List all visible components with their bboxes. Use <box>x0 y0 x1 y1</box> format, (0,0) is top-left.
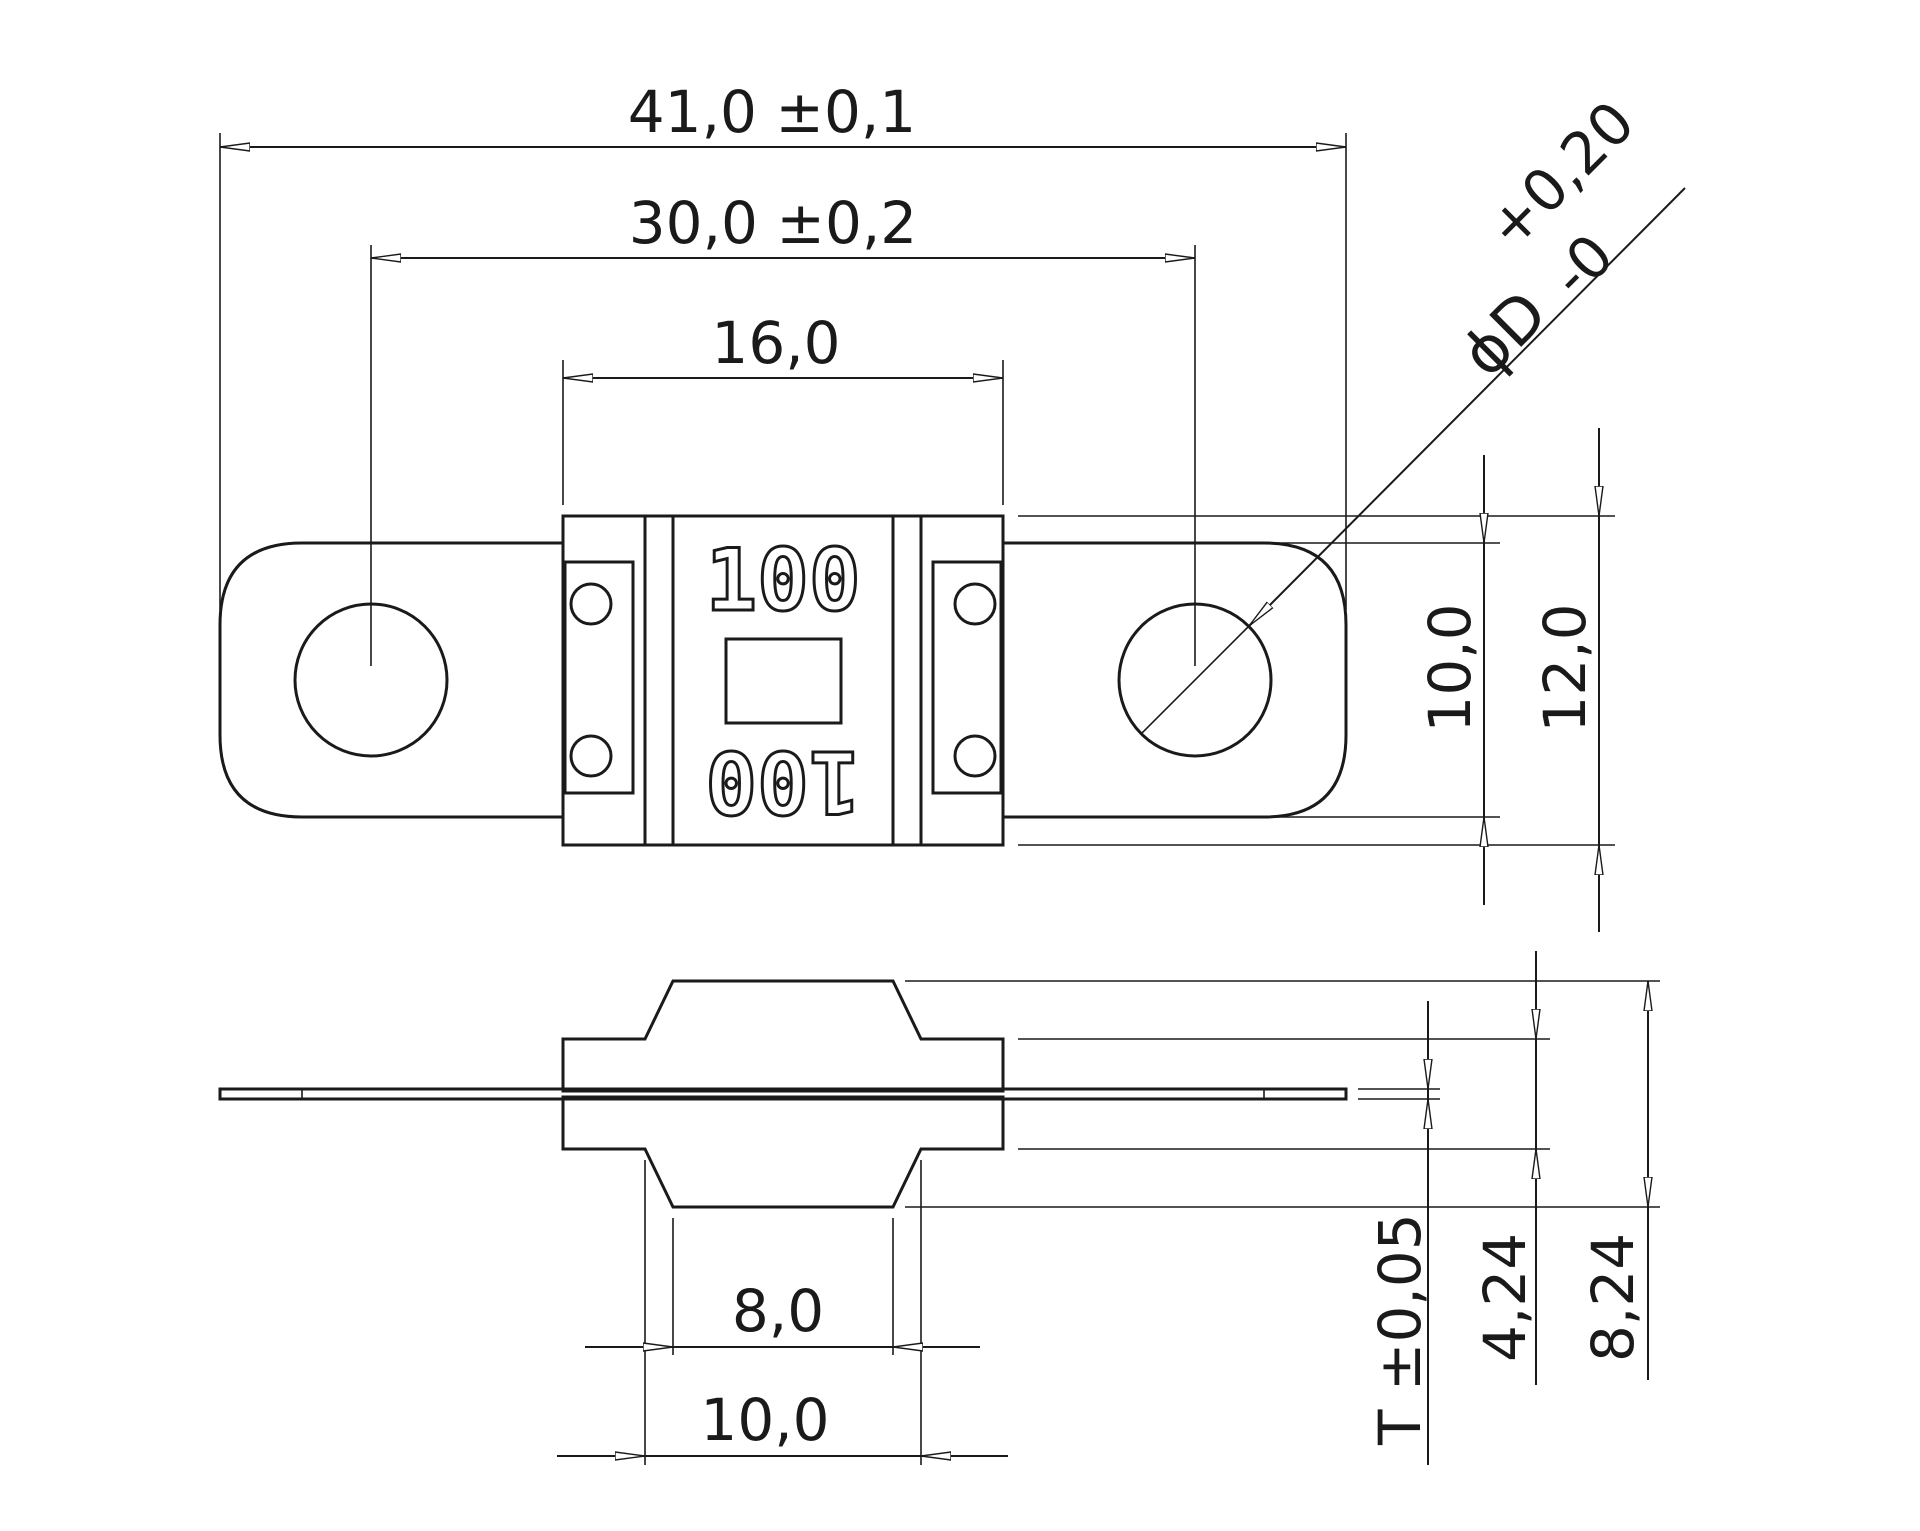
dim-window-outer-width: 10,0 <box>700 1386 829 1454</box>
side-pad-left <box>563 560 635 795</box>
rivet-right-bottom <box>953 734 997 778</box>
dim-hole-diameter-symbol: ϕD <box>1447 276 1561 390</box>
terminal-blade-right <box>1003 541 1348 819</box>
dim-hole-pitch: 30,0 ±0,2 <box>629 189 917 257</box>
side-pad-right <box>931 560 1003 795</box>
fuse-body-top <box>561 514 1005 847</box>
dim-line-hole-diameter <box>1248 187 1686 627</box>
rating-marking-bottom: 100 <box>705 731 860 831</box>
dim-overall-length: 41,0 ±0,1 <box>628 78 916 146</box>
fuse-body-side-upper <box>561 979 1005 1093</box>
dim-window-width: 8,0 <box>732 1277 824 1345</box>
rivet-left-bottom <box>569 734 613 778</box>
dim-hole-diameter-tol-lower: -0 <box>1538 221 1627 310</box>
dim-terminal-width: 10,0 <box>1416 603 1484 732</box>
inspection-window <box>724 637 843 725</box>
fuse-body-side-lower <box>561 1095 1005 1209</box>
dim-body-thickness: 4,24 <box>1471 1233 1539 1362</box>
dim-overall-thickness: 8,24 <box>1579 1233 1647 1362</box>
rating-marking-top: 100 <box>705 531 860 631</box>
side-view: 8,0 10,0 T ±0,05 4,24 8,24 <box>218 951 1660 1465</box>
dim-terminal-thickness: T ±0,05 <box>1366 1213 1434 1446</box>
dim-hole-diameter-tol-upper: +0,20 <box>1474 88 1648 262</box>
rivet-left-top <box>569 582 613 626</box>
rivet-right-top <box>953 582 997 626</box>
terminal-blade-side <box>218 1087 1348 1101</box>
terminal-blade-left <box>218 541 563 819</box>
dim-body-length: 16,0 <box>711 309 840 377</box>
dim-body-width: 12,0 <box>1531 603 1599 732</box>
top-view: 100 100 41,0 ±0,1 30,0 ±0,2 16,0 10,0 1 <box>218 78 1686 932</box>
